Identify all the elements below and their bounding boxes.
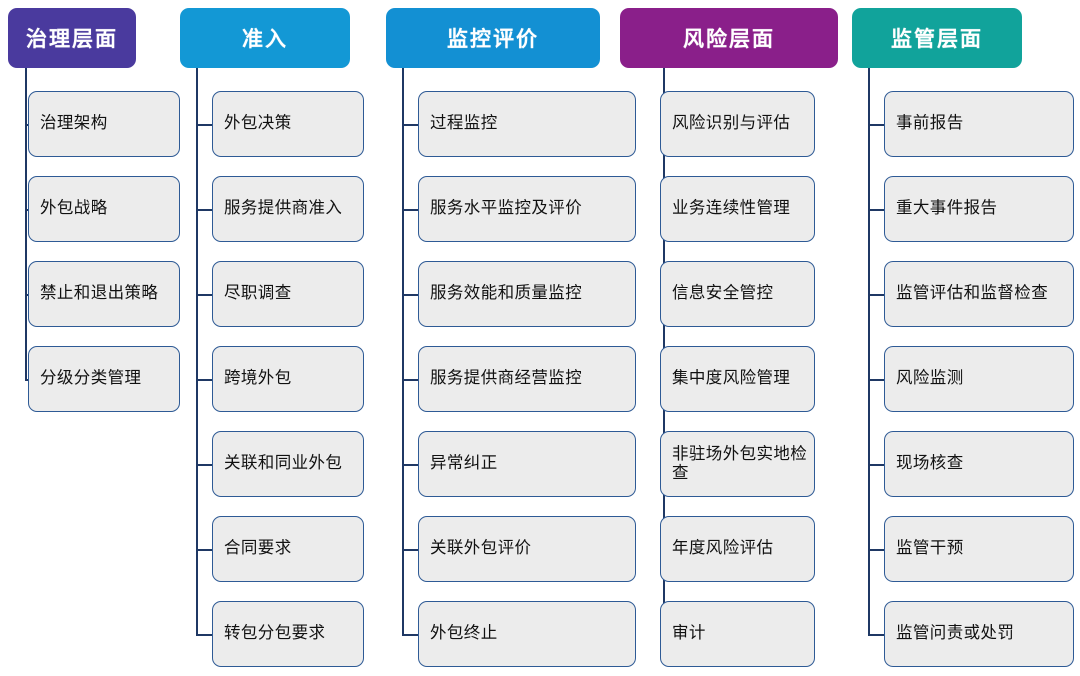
item-box[interactable]: 监管干预 (884, 516, 1074, 582)
item-box[interactable]: 外包战略 (28, 176, 180, 242)
item-box[interactable]: 重大事件报告 (884, 176, 1074, 242)
item-box[interactable]: 业务连续性管理 (660, 176, 815, 242)
connector-stub (402, 209, 418, 211)
connector-stub (25, 209, 28, 211)
item-box[interactable]: 外包决策 (212, 91, 364, 157)
item-box[interactable]: 非驻场外包实地检查 (660, 431, 815, 497)
item-label: 转包分包要求 (224, 624, 326, 643)
item-box[interactable]: 合同要求 (212, 516, 364, 582)
connector-stem-monitoring (402, 68, 404, 634)
item-label: 集中度风险管理 (672, 369, 791, 388)
item-box[interactable]: 服务提供商经营监控 (418, 346, 636, 412)
item-label: 监管评估和监督检查 (896, 284, 1049, 303)
column-header-supervision[interactable]: 监管层面 (852, 8, 1022, 68)
connector-stem-supervision (868, 68, 870, 634)
item-box[interactable]: 风险监测 (884, 346, 1074, 412)
item-label: 分级分类管理 (40, 369, 142, 388)
item-label: 风险监测 (896, 369, 964, 388)
connector-stub (402, 634, 418, 636)
connector-stub (196, 379, 212, 381)
item-label: 外包决策 (224, 114, 292, 133)
item-box[interactable]: 尽职调查 (212, 261, 364, 327)
item-box[interactable]: 集中度风险管理 (660, 346, 815, 412)
item-box[interactable]: 关联外包评价 (418, 516, 636, 582)
connector-stem-governance (25, 68, 27, 379)
item-label: 年度风险评估 (672, 539, 774, 558)
item-label: 监管问责或处罚 (896, 624, 1015, 643)
connector-stub (196, 549, 212, 551)
item-box[interactable]: 治理架构 (28, 91, 180, 157)
connector-stub (402, 464, 418, 466)
connector-stub (402, 294, 418, 296)
item-label: 外包战略 (40, 199, 108, 218)
item-label: 服务提供商经营监控 (430, 369, 583, 388)
connector-stub (196, 464, 212, 466)
item-box[interactable]: 过程监控 (418, 91, 636, 157)
connector-stub (868, 294, 884, 296)
column-header-risk[interactable]: 风险层面 (620, 8, 838, 68)
item-label: 非驻场外包实地检查 (672, 444, 808, 482)
item-box[interactable]: 外包终止 (418, 601, 636, 667)
item-box[interactable]: 服务水平监控及评价 (418, 176, 636, 242)
column-header-governance[interactable]: 治理层面 (8, 8, 136, 68)
item-label: 合同要求 (224, 539, 292, 558)
connector-stub (196, 294, 212, 296)
connector-stem-admission (196, 68, 198, 634)
item-label: 过程监控 (430, 114, 498, 133)
item-label: 现场核查 (896, 454, 964, 473)
item-box[interactable]: 分级分类管理 (28, 346, 180, 412)
connector-stub (25, 379, 28, 381)
item-box[interactable]: 现场核查 (884, 431, 1074, 497)
item-label: 服务效能和质量监控 (430, 284, 583, 303)
item-box[interactable]: 关联和同业外包 (212, 431, 364, 497)
item-label: 重大事件报告 (896, 199, 998, 218)
connector-stub (196, 209, 212, 211)
connector-stub (402, 549, 418, 551)
connector-stub (868, 549, 884, 551)
connector-stub (25, 124, 28, 126)
item-box[interactable]: 风险识别与评估 (660, 91, 815, 157)
item-label: 审计 (672, 624, 706, 643)
item-box[interactable]: 事前报告 (884, 91, 1074, 157)
item-label: 治理架构 (40, 114, 108, 133)
item-label: 事前报告 (896, 114, 964, 133)
item-box[interactable]: 跨境外包 (212, 346, 364, 412)
item-label: 外包终止 (430, 624, 498, 643)
item-box[interactable]: 异常纠正 (418, 431, 636, 497)
item-box[interactable]: 年度风险评估 (660, 516, 815, 582)
item-box[interactable]: 服务提供商准入 (212, 176, 364, 242)
item-box[interactable]: 禁止和退出策略 (28, 261, 180, 327)
connector-stub (868, 379, 884, 381)
item-label: 跨境外包 (224, 369, 292, 388)
item-box[interactable]: 服务效能和质量监控 (418, 261, 636, 327)
connector-stub (868, 634, 884, 636)
item-label: 服务水平监控及评价 (430, 199, 583, 218)
connector-stub (402, 379, 418, 381)
connector-stub (196, 124, 212, 126)
connector-stub (402, 124, 418, 126)
item-label: 业务连续性管理 (672, 199, 791, 218)
connector-stub (868, 464, 884, 466)
item-label: 禁止和退出策略 (40, 284, 159, 303)
column-header-monitoring[interactable]: 监控评价 (386, 8, 600, 68)
item-label: 关联外包评价 (430, 539, 532, 558)
item-box[interactable]: 监管问责或处罚 (884, 601, 1074, 667)
item-label: 风险识别与评估 (672, 114, 791, 133)
item-box[interactable]: 信息安全管控 (660, 261, 815, 327)
connector-stub (868, 209, 884, 211)
column-header-admission[interactable]: 准入 (180, 8, 350, 68)
item-label: 关联和同业外包 (224, 454, 343, 473)
item-box[interactable]: 转包分包要求 (212, 601, 364, 667)
item-box[interactable]: 审计 (660, 601, 815, 667)
connector-stub (868, 124, 884, 126)
item-box[interactable]: 监管评估和监督检查 (884, 261, 1074, 327)
connector-stub (25, 294, 28, 296)
item-label: 信息安全管控 (672, 284, 774, 303)
item-label: 服务提供商准入 (224, 199, 343, 218)
item-label: 异常纠正 (430, 454, 498, 473)
item-label: 尽职调查 (224, 284, 292, 303)
connector-stub (196, 634, 212, 636)
item-label: 监管干预 (896, 539, 964, 558)
